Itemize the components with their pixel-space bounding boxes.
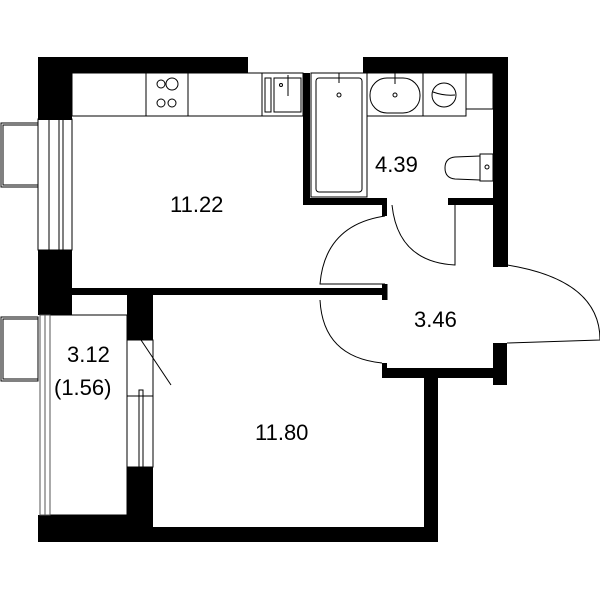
kitchen-window [0,118,73,251]
balcony [0,314,172,516]
bathtub-icon [310,72,368,198]
kitchen-counter [71,72,304,117]
washing-machine-icon [422,72,467,117]
sink-icon [264,75,302,113]
room-reduced-area-balcony: (1.56) [54,375,111,400]
room-area-kitchen-living: 11.22 [170,192,223,217]
room-area-bedroom: 11.80 [255,420,308,445]
room-area-bathroom: 4.39 [375,152,418,177]
stove-icon [156,77,179,108]
walls [38,57,508,542]
balcony-door [126,339,172,468]
bathroom-fixtures [310,72,494,198]
room-area-balcony: 3.12 [67,342,110,367]
toilet-icon [444,153,494,182]
room-area-hallway: 3.46 [414,307,457,332]
doors [319,204,600,364]
washbasin-icon [366,72,424,117]
